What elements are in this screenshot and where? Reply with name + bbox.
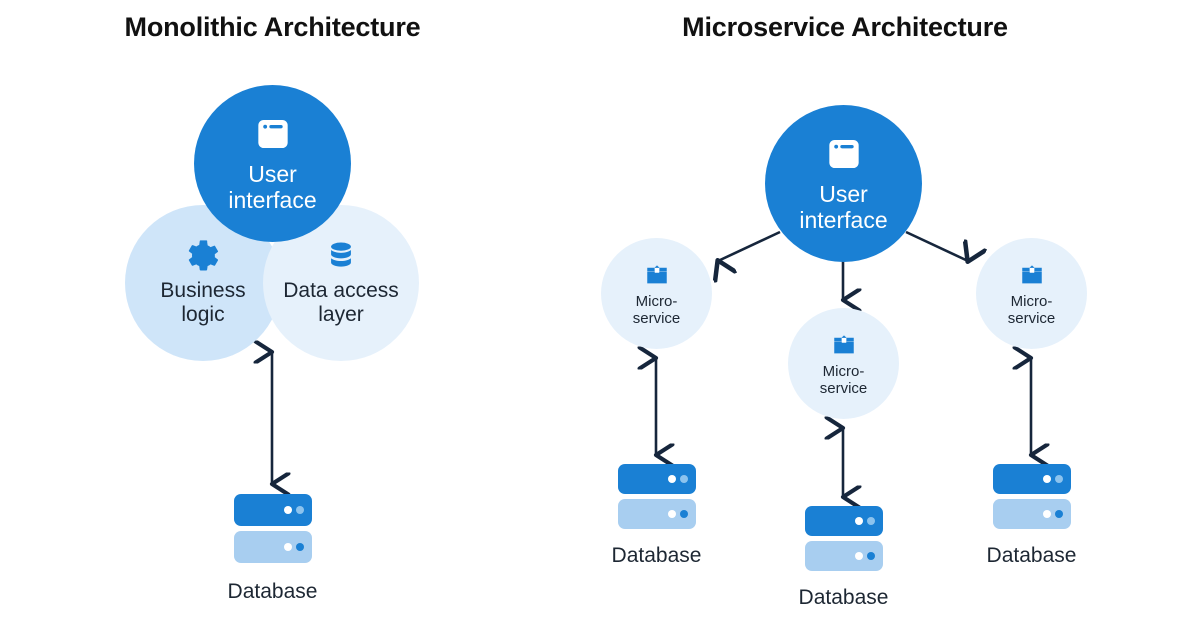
database-bar-secondary xyxy=(992,499,1071,529)
database-bar-primary xyxy=(804,506,883,536)
microservice-architecture-title: Microservice Architecture xyxy=(682,12,1008,42)
database-monolithic[interactable]: Database xyxy=(195,494,350,604)
window-ui-icon xyxy=(253,114,293,154)
database-indicator-dot-pale xyxy=(295,506,304,514)
node-microservice-left[interactable]: Micro- service xyxy=(601,238,712,349)
node-microservice-center[interactable]: Micro- service xyxy=(788,308,899,419)
database-indicator-dot-blue xyxy=(1054,510,1063,518)
database-indicator-dot-pale xyxy=(1054,475,1063,483)
database-cylinder-icon xyxy=(324,239,358,273)
database-indicator-dot-pale xyxy=(679,475,688,483)
database-indicator-dot-white xyxy=(283,506,292,514)
node-user-interface-microservice-label: User interface xyxy=(799,180,888,233)
database-indicator-dot-pale xyxy=(866,517,875,525)
database-indicator-dot-white xyxy=(667,475,676,483)
database-microservice-center[interactable]: Database xyxy=(766,506,921,610)
gear-icon xyxy=(186,239,220,273)
database-microservice-left[interactable]: Database xyxy=(579,464,734,568)
node-business-logic-label: Business logic xyxy=(160,279,246,326)
database-indicator-dot-white xyxy=(854,517,863,525)
database-caption: Database xyxy=(798,586,889,609)
monolithic-architecture-title: Monolithic Architecture xyxy=(124,12,421,42)
node-data-access-layer-label: Data access layer xyxy=(283,279,399,326)
database-bar-primary xyxy=(992,464,1071,494)
database-caption: Database xyxy=(986,544,1077,567)
database-indicator-dot-blue xyxy=(679,510,688,518)
database-indicator-dot-white xyxy=(1042,510,1051,518)
database-indicator-dot-blue xyxy=(866,552,875,560)
database-microservice-right[interactable]: Database xyxy=(954,464,1109,568)
arrow-ui-to-microservice-right xyxy=(905,230,968,261)
database-bar-secondary xyxy=(804,541,883,571)
database-bar-primary xyxy=(617,464,696,494)
node-user-interface-monolithic-label: User interface xyxy=(228,160,317,213)
package-box-icon xyxy=(1017,260,1047,290)
package-box-icon xyxy=(829,330,859,360)
package-box-icon xyxy=(642,260,672,290)
database-indicator-dot-white xyxy=(283,543,292,551)
node-microservice-right-label: Micro- service xyxy=(1007,292,1056,327)
node-microservice-right[interactable]: Micro- service xyxy=(976,238,1087,349)
window-ui-icon xyxy=(824,134,864,174)
database-bar-secondary xyxy=(233,531,312,563)
database-indicator-dot-blue xyxy=(295,543,304,551)
arrow-ui-to-microservice-left xyxy=(718,230,781,261)
database-caption: Database xyxy=(611,544,702,567)
node-microservice-left-label: Micro- service xyxy=(632,292,681,327)
database-caption: Database xyxy=(227,580,318,603)
database-indicator-dot-white xyxy=(854,552,863,560)
node-microservice-center-label: Micro- service xyxy=(819,362,868,397)
database-indicator-dot-white xyxy=(667,510,676,518)
database-indicator-dot-white xyxy=(1042,475,1051,483)
database-bar-secondary xyxy=(617,499,696,529)
node-user-interface-monolithic[interactable]: User interface xyxy=(194,85,351,242)
node-user-interface-microservice[interactable]: User interface xyxy=(765,105,922,262)
database-bar-primary xyxy=(233,494,312,526)
